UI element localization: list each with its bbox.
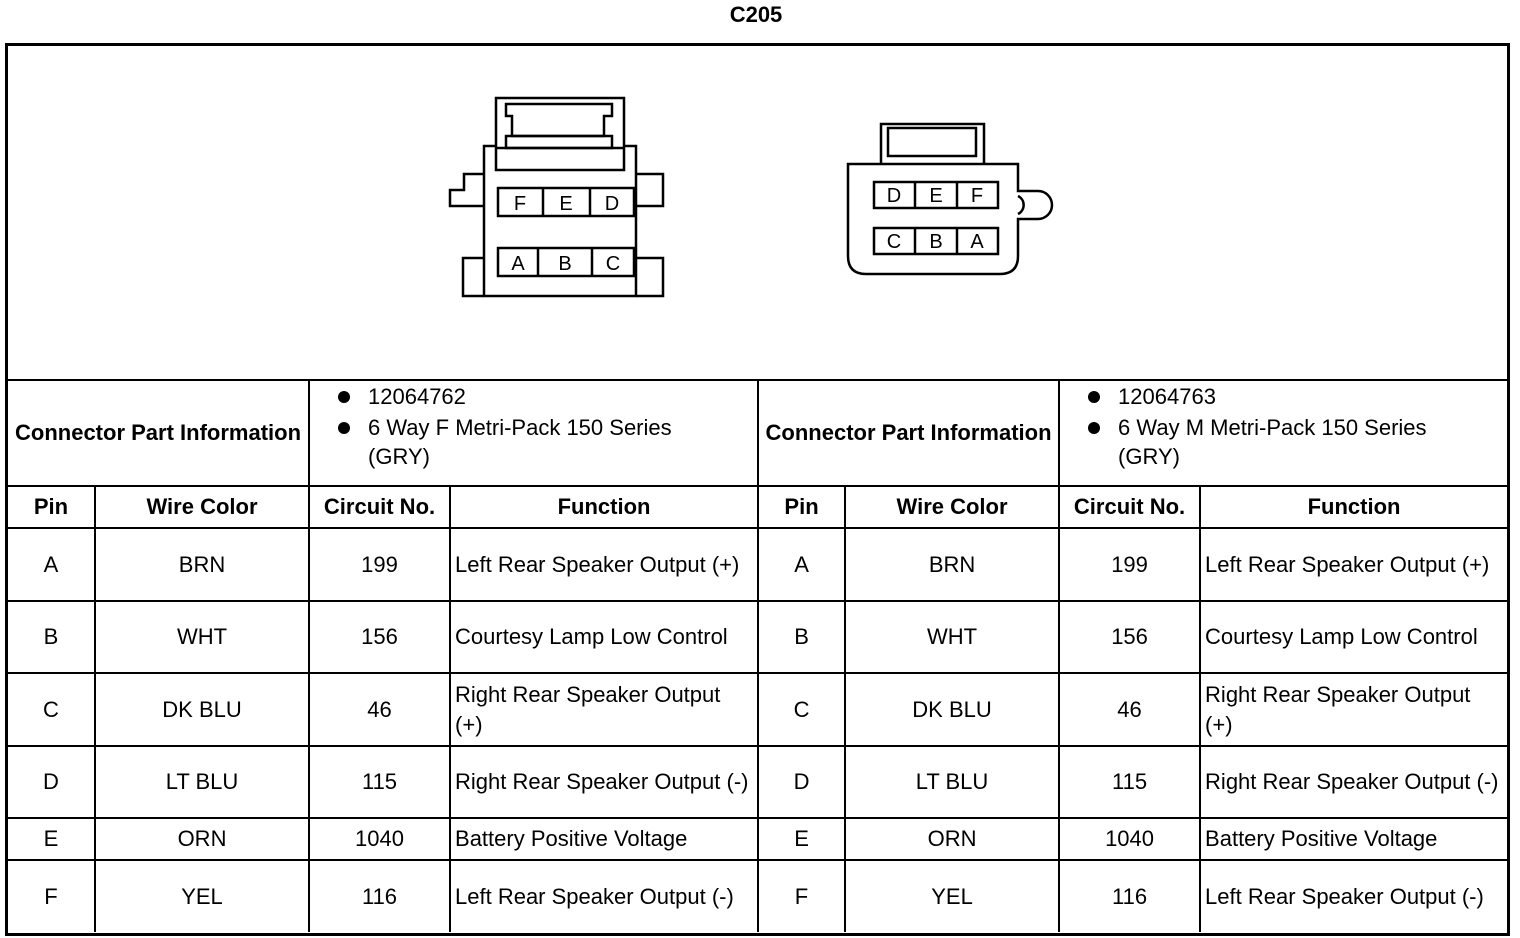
table-row: D LT BLU 115 Right Rear Speaker Output (… (8, 745, 1508, 819)
pin-cell: F (757, 859, 847, 932)
function-cell: Right Rear Speaker Output (+) (449, 672, 760, 747)
table-row: B WHT 156 Courtesy Lamp Low Control B WH… (8, 600, 1508, 674)
male-connector-face (846, 122, 1054, 276)
circuit-cell: 116 (1058, 859, 1202, 932)
cavity-label: A (511, 253, 525, 275)
circuit-cell: 199 (1058, 527, 1202, 602)
wire-color-cell: WHT (844, 600, 1061, 674)
pin-cell: E (8, 817, 96, 861)
wire-color-cell: DK BLU (844, 672, 1061, 747)
table-row: C DK BLU 46 Right Rear Speaker Output (+… (8, 672, 1508, 747)
circuit-cell: 115 (308, 745, 452, 819)
cavity-label: A (970, 231, 984, 253)
circuit-cell: 46 (308, 672, 452, 747)
circuit-cell: 116 (308, 859, 452, 932)
wire-color-cell: LT BLU (93, 745, 311, 819)
function-cell: Left Rear Speaker Output (+) (449, 527, 760, 602)
circuit-cell: 1040 (308, 817, 452, 861)
wire-color-cell: WHT (93, 600, 311, 674)
connector-description: 6 Way F Metri-Pack 150 Series(GRY) (314, 412, 753, 472)
pinout-table: Connector Part Information 12064762 6 Wa… (8, 379, 1508, 932)
connector-drawing: F E D A B C D E F C B A (448, 96, 1054, 298)
header-row: Pin Wire Color Circuit No. Function Pin … (8, 485, 1508, 529)
circuit-cell: 1040 (1058, 817, 1202, 861)
circuit-cell: 199 (308, 527, 452, 602)
cavity-label: F (971, 185, 983, 207)
header-circuit: Circuit No. (1058, 485, 1202, 529)
cavity-label: D (887, 185, 901, 207)
function-cell: Battery Positive Voltage (449, 817, 760, 861)
circuit-cell: 156 (1058, 600, 1202, 674)
function-cell: Right Rear Speaker Output (+) (1199, 672, 1508, 747)
connector-part-info-label: Connector Part Information (8, 379, 311, 487)
wire-color-cell: YEL (844, 859, 1061, 932)
header-pin: Pin (8, 485, 96, 529)
header-pin: Pin (757, 485, 847, 529)
cavity-label: E (929, 185, 942, 207)
circuit-cell: 156 (308, 600, 452, 674)
diagram-title: C205 (729, 2, 783, 27)
table-row: E ORN 1040 Battery Positive Voltage E OR… (8, 817, 1508, 861)
wire-color-cell: ORN (844, 817, 1061, 861)
wire-color-cell: DK BLU (93, 672, 311, 747)
function-cell: Left Rear Speaker Output (-) (449, 859, 760, 932)
function-cell: Right Rear Speaker Output (-) (449, 745, 760, 819)
function-cell: Courtesy Lamp Low Control (1199, 600, 1508, 674)
connector-info-row: Connector Part Information 12064762 6 Wa… (8, 379, 1508, 487)
cavity-label: C (887, 231, 901, 253)
header-wire-color: Wire Color (93, 485, 311, 529)
header-circuit: Circuit No. (308, 485, 452, 529)
function-cell: Left Rear Speaker Output (+) (1199, 527, 1508, 602)
cavity-label: B (929, 231, 942, 253)
header-function: Function (449, 485, 760, 529)
part-number: 12064763 (1064, 381, 1503, 412)
pin-cell: D (757, 745, 847, 819)
pin-cell: E (757, 817, 847, 861)
connector-part-info-label: Connector Part Information (757, 379, 1061, 487)
pin-cell: A (757, 527, 847, 602)
pin-cell: C (757, 672, 847, 747)
wire-color-cell: BRN (844, 527, 1061, 602)
cavity-label: F (514, 193, 526, 215)
pin-cell: B (8, 600, 96, 674)
wire-color-cell: LT BLU (844, 745, 1061, 819)
cavity-label: B (558, 253, 571, 275)
pin-cell: F (8, 859, 96, 932)
circuit-cell: 46 (1058, 672, 1202, 747)
wire-color-cell: ORN (93, 817, 311, 861)
cavity-label: D (605, 193, 619, 215)
connector-description: 6 Way M Metri-Pack 150 Series(GRY) (1064, 412, 1503, 472)
wire-color-cell: YEL (93, 859, 311, 932)
function-cell: Left Rear Speaker Output (-) (1199, 859, 1508, 932)
header-wire-color: Wire Color (844, 485, 1061, 529)
function-cell: Right Rear Speaker Output (-) (1199, 745, 1508, 819)
pin-cell: D (8, 745, 96, 819)
part-number: 12064762 (314, 381, 753, 412)
pin-cell: B (757, 600, 847, 674)
cavity-label: E (559, 193, 572, 215)
table-row: A BRN 199 Left Rear Speaker Output (+) A… (8, 527, 1508, 602)
circuit-cell: 115 (1058, 745, 1202, 819)
header-function: Function (1199, 485, 1508, 529)
connector-part-info-right: 12064763 6 Way M Metri-Pack 150 Series(G… (1058, 379, 1508, 487)
table-row: F YEL 116 Left Rear Speaker Output (-) F… (8, 859, 1508, 932)
connector-frame: F E D A B C D E F C B A Connector Part I… (5, 43, 1510, 936)
connector-part-info-left: 12064762 6 Way F Metri-Pack 150 Series(G… (308, 379, 760, 487)
pin-cell: A (8, 527, 96, 602)
function-cell: Battery Positive Voltage (1199, 817, 1508, 861)
cavity-label: C (606, 253, 620, 275)
wire-color-cell: BRN (93, 527, 311, 602)
female-connector-face (448, 96, 665, 298)
function-cell: Courtesy Lamp Low Control (449, 600, 760, 674)
pin-cell: C (8, 672, 96, 747)
